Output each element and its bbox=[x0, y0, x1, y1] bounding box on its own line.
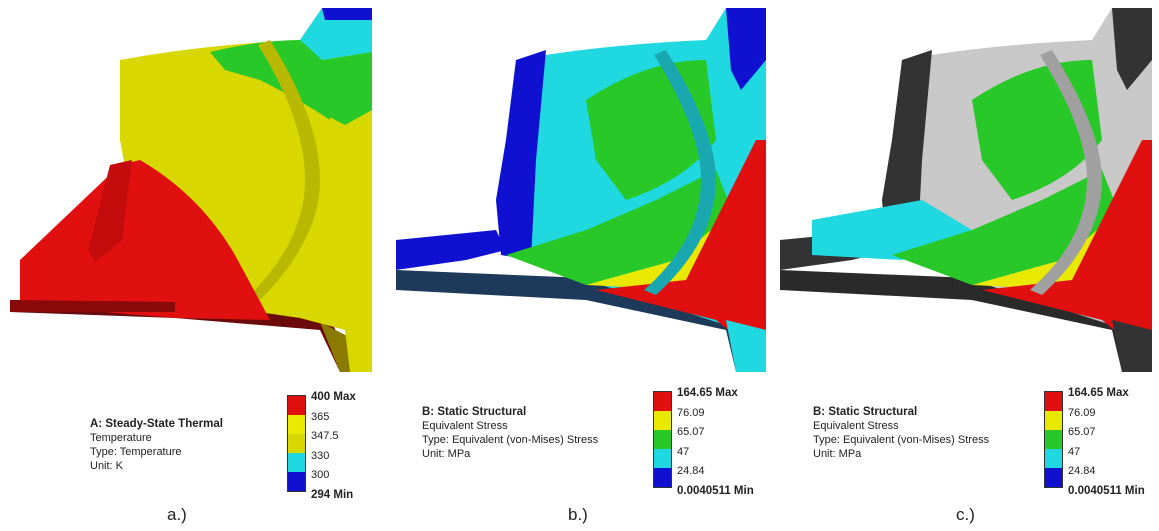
panel-b: B: Static Structural Equivalent Stress T… bbox=[386, 0, 772, 531]
panel-caption: b.) bbox=[568, 505, 588, 524]
legend-label-max: 400 Max bbox=[311, 391, 356, 403]
legend-label: 47 bbox=[677, 445, 690, 458]
result-unit: Unit: K bbox=[90, 460, 124, 472]
panel-c: B: Static Structural Equivalent Stress T… bbox=[772, 0, 1159, 531]
result-info: B: Static Structural Equivalent Stress T… bbox=[422, 405, 598, 461]
legend-label-min: 0.0040511 Min bbox=[1068, 484, 1145, 497]
legend-label: 47 bbox=[1068, 445, 1081, 458]
stress-model-render bbox=[780, 8, 1152, 372]
result-type: Type: Equivalent (von-Mises) Stress bbox=[813, 434, 990, 446]
legend-label: 347.5 bbox=[311, 430, 339, 443]
legend-colorbar bbox=[1044, 391, 1063, 488]
analysis-title: B: Static Structural bbox=[422, 406, 527, 418]
legend-label: 24.84 bbox=[1068, 465, 1096, 478]
legend-label: 76.09 bbox=[1068, 406, 1096, 419]
legend-label: 300 bbox=[311, 469, 330, 482]
legend-label: 65.07 bbox=[677, 426, 705, 439]
panel-a: A: Steady-State Thermal Temperature Type… bbox=[0, 0, 386, 531]
thermal-model-render bbox=[10, 8, 372, 372]
result-type: Type: Temperature bbox=[90, 446, 182, 458]
legend-colorbar bbox=[287, 395, 306, 492]
result-unit: Unit: MPa bbox=[422, 448, 471, 460]
result-info: A: Steady-State Thermal Temperature Type… bbox=[90, 417, 223, 473]
legend-colorbar bbox=[653, 391, 672, 488]
legend-label: 24.84 bbox=[677, 465, 705, 478]
result-quantity: Equivalent Stress bbox=[422, 420, 508, 432]
legend-label-max: 164.65 Max bbox=[1068, 387, 1129, 399]
result-quantity: Equivalent Stress bbox=[813, 420, 899, 432]
panel-caption: a.) bbox=[167, 505, 187, 524]
stress-model-render bbox=[396, 8, 766, 372]
legend-label-min: 0.0040511 Min bbox=[677, 484, 754, 497]
result-type: Type: Equivalent (von-Mises) Stress bbox=[422, 434, 599, 446]
legend-label: 65.07 bbox=[1068, 426, 1096, 439]
legend-label: 330 bbox=[311, 449, 330, 462]
result-unit: Unit: MPa bbox=[813, 448, 862, 460]
result-info: B: Static Structural Equivalent Stress T… bbox=[813, 405, 989, 461]
legend-label-max: 164.65 Max bbox=[677, 387, 738, 399]
legend-label: 365 bbox=[311, 410, 330, 423]
legend-label: 76.09 bbox=[677, 406, 705, 419]
result-quantity: Temperature bbox=[90, 432, 152, 444]
analysis-title: B: Static Structural bbox=[813, 406, 918, 418]
analysis-title: A: Steady-State Thermal bbox=[90, 418, 223, 430]
legend-label-min: 294 Min bbox=[311, 488, 354, 501]
panel-caption: c.) bbox=[956, 505, 975, 524]
